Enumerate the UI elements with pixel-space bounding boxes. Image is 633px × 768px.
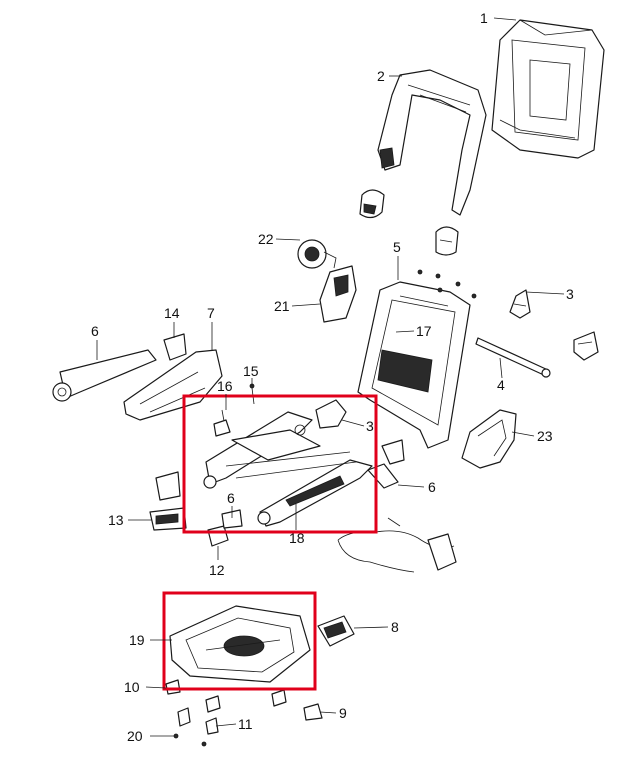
seat-back-panel — [491, 19, 605, 159]
highlight-box-track — [182, 394, 378, 534]
callout-1: 1 — [480, 10, 488, 26]
power-module — [317, 615, 355, 647]
clip-set — [177, 689, 287, 735]
callout-15: 15 — [243, 363, 259, 379]
seat-adjuster-track — [203, 411, 373, 527]
callout-19: 19 — [129, 632, 145, 648]
round-motor-part — [297, 239, 337, 269]
seat-cushion-pan — [169, 605, 311, 683]
side-shield-left — [123, 349, 223, 421]
callout-4: 4 — [497, 377, 505, 393]
mounting-bracket — [315, 399, 347, 429]
fastener-9 — [303, 703, 323, 721]
headrest-guide-left — [359, 189, 385, 219]
clip — [207, 509, 243, 547]
callout-21: 21 — [274, 298, 290, 314]
small-cover — [163, 333, 187, 361]
callout-18: 18 — [289, 530, 305, 546]
callout-16: 16 — [217, 378, 233, 394]
callout-8: 8 — [391, 619, 399, 635]
callout-13: 13 — [108, 512, 124, 528]
fastener-10 — [165, 679, 181, 695]
callout-5: 5 — [393, 239, 401, 255]
callout-9: 9 — [339, 705, 347, 721]
callout-20: 20 — [127, 728, 143, 744]
callout-17: 17 — [416, 323, 432, 339]
callout-23: 23 — [537, 428, 553, 444]
leader-lines — [96, 17, 565, 737]
headrest-guide-right — [435, 226, 459, 256]
callout-6-box: 6 — [227, 490, 235, 506]
side-airbag-cover — [319, 265, 357, 323]
bracket-lower-right — [573, 331, 599, 361]
callout-22: 22 — [258, 231, 274, 247]
seat-back-side-frame — [377, 69, 487, 216]
callout-2: 2 — [377, 68, 385, 84]
small-bolt — [249, 383, 255, 405]
wiring-harness — [337, 517, 457, 573]
side-shield — [461, 409, 517, 469]
callout-labels: 1 2 22 5 3 21 17 6 14 7 4 15 16 3 23 6 6… — [91, 10, 574, 744]
callout-6-right: 6 — [428, 479, 436, 495]
callout-7: 7 — [207, 305, 215, 321]
callout-3-box: 3 — [366, 418, 374, 434]
small-hinge — [367, 439, 405, 489]
highlight-box-cushion — [162, 591, 317, 691]
callout-3-upper: 3 — [566, 286, 574, 302]
screw-20 — [173, 733, 207, 747]
callout-12: 12 — [209, 562, 225, 578]
callout-10: 10 — [124, 679, 140, 695]
callout-6-left: 6 — [91, 323, 99, 339]
callout-11: 11 — [238, 716, 253, 732]
callout-14: 14 — [164, 305, 180, 321]
control-module — [149, 471, 187, 531]
cross-rod — [475, 337, 551, 378]
small-bracket — [213, 409, 231, 437]
track-cover-left — [52, 349, 157, 402]
bracket-upper — [509, 289, 531, 319]
